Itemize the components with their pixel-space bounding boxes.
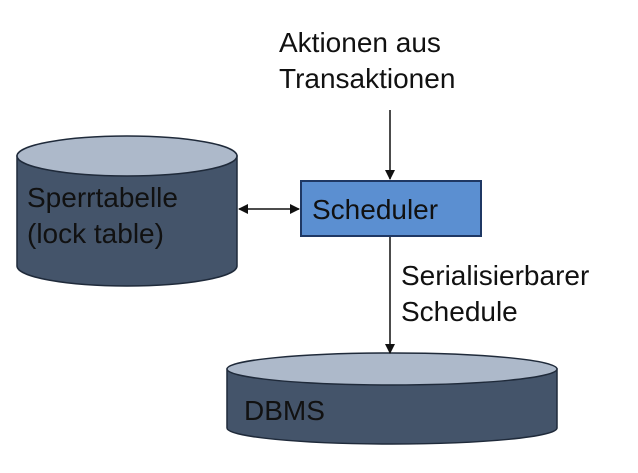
lock-table-cylinder bbox=[16, 135, 238, 287]
scheduler-box bbox=[300, 180, 482, 237]
lock-table-label-line-2: (lock table) bbox=[27, 218, 164, 249]
input-label-line-1: Aktionen aus bbox=[279, 27, 441, 58]
dbms-cylinder bbox=[226, 352, 558, 445]
scheduler-label: Scheduler bbox=[312, 194, 439, 225]
input-label-line-2: Transaktionen bbox=[279, 63, 456, 94]
lock-table-label-line-1: Sperrtabelle bbox=[27, 182, 178, 213]
lock-table-label: Sperrtabelle (lock table) bbox=[27, 180, 178, 252]
output-label-line-2: Schedule bbox=[401, 296, 518, 327]
dbms-label: DBMS bbox=[244, 395, 325, 426]
serializable-schedule-label: Serialisierbarer Schedule bbox=[401, 258, 589, 330]
output-label-line-1: Serialisierbarer bbox=[401, 260, 590, 291]
input-actions-label: Aktionen aus Transaktionen bbox=[279, 25, 455, 97]
